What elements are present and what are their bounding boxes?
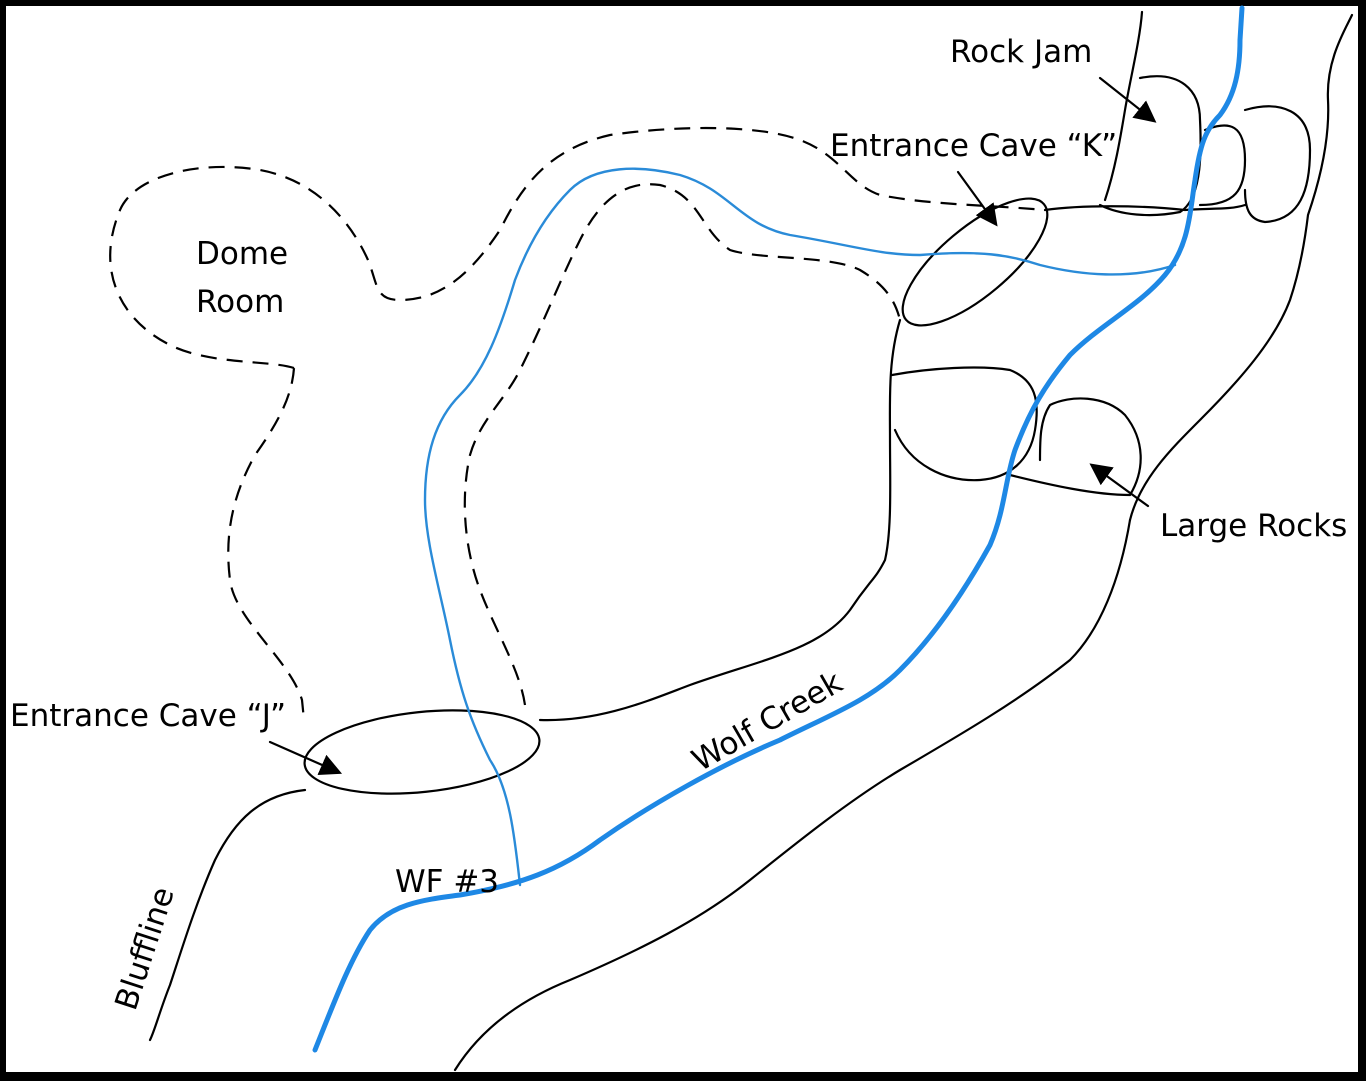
label-dome-room-line1: Dome xyxy=(196,236,288,272)
arrow-icon xyxy=(268,740,343,775)
k-ledge-line xyxy=(1043,203,1247,212)
arrow-icon xyxy=(956,170,998,227)
wolf-creek-line xyxy=(312,5,1245,1053)
label-dome-room-line2: Room xyxy=(196,284,284,320)
rock-jam-outline-2 xyxy=(1198,124,1247,207)
rock-jam-outline xyxy=(1098,75,1202,217)
wf3-trail xyxy=(423,167,1177,887)
arrow-icon xyxy=(1098,76,1157,123)
cave-outline-dome-room xyxy=(109,126,1046,721)
label-wf3: WF #3 xyxy=(395,864,499,900)
arrow-icon xyxy=(1089,463,1150,508)
bluffline-line xyxy=(148,788,307,1042)
label-rock-jam: Rock Jam xyxy=(950,34,1092,70)
map-background xyxy=(6,6,1358,1072)
entrance-cave-j-outline xyxy=(303,709,541,795)
creek-bank-west xyxy=(1103,10,1144,202)
label-entrance-cave-k: Entrance Cave “K” xyxy=(830,128,1117,164)
large-rock-two xyxy=(1008,397,1142,497)
passage-line-j-to-k xyxy=(538,318,902,722)
entrance-cave-k-outline xyxy=(901,197,1049,327)
label-large-rocks: Large Rocks xyxy=(1160,508,1347,544)
creek-bank-east xyxy=(1128,13,1354,522)
creek-bank-south xyxy=(453,518,1132,1072)
label-entrance-cave-j: Entrance Cave “J” xyxy=(10,698,286,734)
rock-jam-outline-3 xyxy=(1243,105,1312,224)
large-rock-one xyxy=(890,366,1038,482)
